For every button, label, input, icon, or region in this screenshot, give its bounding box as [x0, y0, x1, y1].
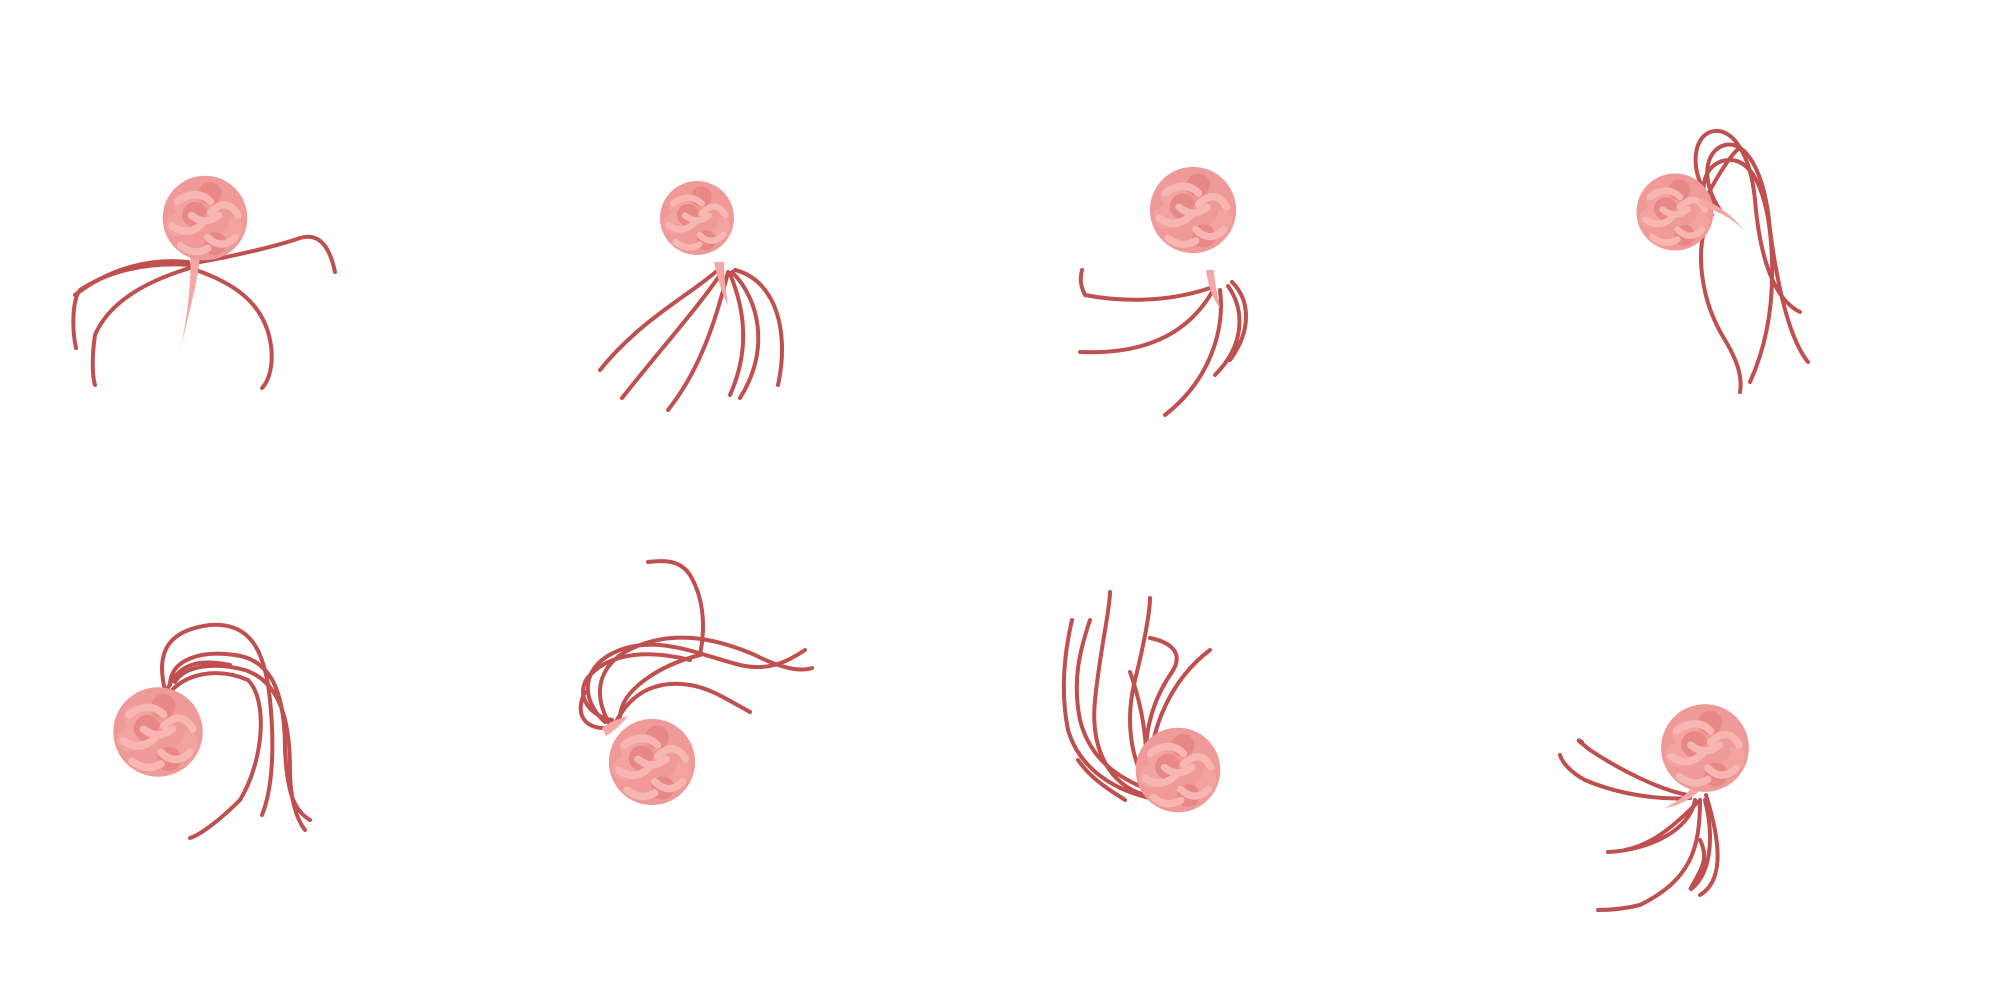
sprite-frame-7 — [1061, 590, 1221, 813]
tentacles — [71, 234, 337, 390]
tentacles — [1558, 738, 1720, 912]
brain-fold — [696, 231, 727, 244]
brain — [1636, 173, 1714, 251]
brain-fold — [623, 786, 659, 800]
brain-fold — [160, 714, 197, 733]
brain-fold — [1667, 750, 1706, 766]
stem — [180, 255, 200, 355]
brain — [1135, 727, 1221, 813]
brain-fold — [1646, 187, 1684, 201]
sprite-frame-3 — [1078, 166, 1248, 417]
brain-fold — [1141, 771, 1179, 787]
brain-fold — [1649, 233, 1681, 246]
brain-fold — [206, 201, 242, 219]
brain-fold — [125, 703, 168, 719]
brain — [162, 175, 248, 261]
brain-fold — [669, 194, 705, 207]
brain-fold — [1672, 720, 1715, 735]
brain-fold — [187, 211, 223, 225]
brain-fold — [1675, 772, 1712, 787]
brain-fold — [681, 212, 713, 224]
brain-fold — [139, 725, 177, 739]
brain-fold — [651, 777, 687, 793]
sprite-frame-2 — [598, 181, 785, 412]
brain — [660, 181, 734, 255]
brain-fold — [1674, 226, 1706, 239]
brain-fold — [1146, 743, 1188, 758]
brain-fold — [1641, 213, 1676, 228]
brain-fold — [1659, 206, 1691, 218]
brain-fold — [653, 745, 690, 763]
brain-fold — [1149, 793, 1185, 808]
sprite-frame-5 — [113, 622, 312, 840]
brain-fold — [157, 748, 194, 764]
brain-fold — [698, 203, 729, 219]
stem — [1700, 198, 1745, 232]
brain — [608, 718, 696, 806]
brain-fold — [173, 191, 215, 206]
stem — [1206, 270, 1220, 308]
brain-fold — [665, 219, 698, 233]
brain-fold — [119, 734, 159, 750]
brain-fold — [1192, 225, 1228, 241]
sprite-frame-6 — [578, 559, 814, 806]
brain-fold — [168, 219, 206, 235]
brain — [1661, 704, 1749, 792]
tentacles — [160, 622, 312, 840]
brain — [1149, 166, 1237, 254]
brain-fold — [176, 241, 212, 256]
brain-fold — [634, 755, 670, 769]
brain-fold — [1177, 785, 1212, 800]
brain-fold — [1179, 753, 1215, 771]
stem — [714, 262, 728, 305]
brain-fold — [614, 763, 653, 779]
sprite-frame-8 — [1558, 704, 1749, 912]
tentacles — [1693, 128, 1810, 394]
brain-fold — [128, 757, 165, 772]
tentacles — [1078, 268, 1248, 417]
brain-fold — [1175, 203, 1211, 217]
stem — [602, 716, 628, 736]
sprite-frame-1 — [71, 175, 337, 390]
brain-fold — [672, 238, 703, 251]
brain-fold — [1164, 234, 1200, 248]
sprite-frame-4 — [1636, 128, 1810, 394]
brain-fold — [1155, 211, 1194, 227]
brain-fold — [204, 233, 239, 248]
brain-fold — [1161, 182, 1203, 197]
brain-fold — [1707, 730, 1743, 749]
brain-fold — [1194, 193, 1231, 211]
brain-fold — [1676, 196, 1709, 213]
brain — [113, 687, 203, 777]
brain-fold — [620, 734, 662, 749]
brain-fold — [1160, 763, 1196, 777]
brain-fold — [1704, 764, 1740, 779]
brain-fold — [1687, 741, 1723, 755]
